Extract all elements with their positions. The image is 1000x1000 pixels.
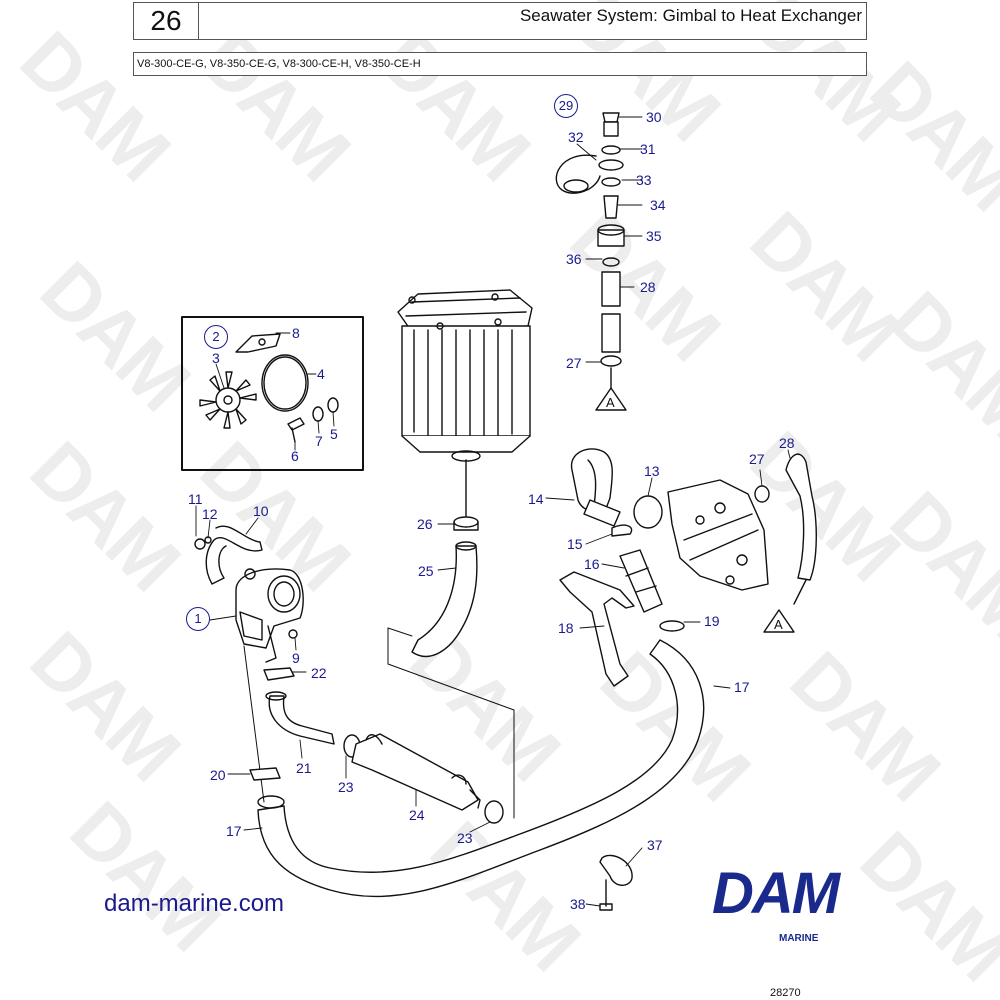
callout-23-left: 23 — [338, 779, 354, 795]
callout-38: 38 — [570, 896, 586, 912]
callout-14: 14 — [528, 491, 544, 507]
callout-11: 11 — [188, 491, 203, 507]
hose-clip-37 — [599, 854, 633, 911]
website-link[interactable]: dam-marine.com — [104, 890, 285, 917]
callout-2-circled: 2 — [204, 325, 228, 349]
connector-a-right — [763, 609, 795, 633]
page-title: Seawater System: Gimbal to Heat Exchange… — [519, 6, 862, 25]
dam-logo-sub: MARINE — [779, 933, 819, 944]
fitting-16 — [611, 524, 685, 632]
gimbal-bracket-assembly — [570, 448, 817, 605]
callout-17-left: 17 — [226, 823, 242, 839]
heat-exchanger-icon — [397, 289, 533, 517]
model-list: V8-300-CE-G, V8-350-CE-G, V8-300-CE-H, V… — [137, 58, 421, 70]
callout-4: 4 — [317, 366, 325, 382]
callout-33: 33 — [636, 172, 652, 188]
hose-17 — [257, 639, 705, 898]
connector-a-right-label: A — [774, 617, 783, 632]
leader-lines — [195, 116, 791, 907]
callout-28-right: 28 — [779, 435, 795, 451]
hose-25 — [387, 516, 515, 819]
callout-27-top: 27 — [566, 355, 582, 371]
callout-23-right: 23 — [457, 830, 473, 846]
impeller-icon — [199, 371, 257, 429]
figure-id: 28270 — [770, 987, 801, 999]
callout-18: 18 — [558, 620, 574, 636]
callout-3: 3 — [212, 350, 220, 366]
bracket-18 — [559, 571, 635, 687]
callout-28-top: 28 — [640, 279, 656, 295]
callout-34: 34 — [650, 197, 666, 213]
callout-26: 26 — [417, 516, 433, 532]
page-number-box: 26 — [133, 2, 199, 40]
callout-5: 5 — [330, 426, 338, 442]
pipe-24 — [351, 733, 481, 811]
callout-6: 6 — [291, 448, 299, 464]
title-box: Seawater System: Gimbal to Heat Exchange… — [198, 2, 867, 40]
callout-21: 21 — [296, 760, 312, 776]
callout-19: 19 — [704, 613, 720, 629]
callout-1-circled: 1 — [186, 607, 210, 631]
callout-30: 30 — [646, 109, 662, 125]
seawater-pump-icon — [194, 525, 504, 824]
callout-37: 37 — [647, 837, 663, 853]
callout-20: 20 — [210, 767, 226, 783]
callout-15: 15 — [567, 536, 583, 552]
callout-13: 13 — [644, 463, 660, 479]
callout-32: 32 — [568, 129, 584, 145]
callout-12: 12 — [202, 506, 218, 522]
callout-36: 36 — [566, 251, 582, 267]
connector-a-top — [595, 387, 627, 411]
impeller-kit-inset — [181, 316, 364, 471]
callout-17-right: 17 — [734, 679, 750, 695]
callout-31: 31 — [640, 141, 656, 157]
drain-plug-assembly — [555, 112, 625, 389]
callout-27-right: 27 — [749, 451, 765, 467]
callout-10: 10 — [253, 503, 269, 519]
callout-25: 25 — [418, 563, 434, 579]
connector-a-top-label: A — [606, 395, 615, 410]
callout-16: 16 — [584, 556, 600, 572]
callout-35: 35 — [646, 228, 662, 244]
callout-8: 8 — [292, 325, 300, 341]
callout-7: 7 — [315, 433, 323, 449]
page-number: 26 — [150, 5, 182, 36]
callout-9: 9 — [292, 650, 300, 666]
callout-22: 22 — [311, 665, 327, 681]
models-box: V8-300-CE-G, V8-350-CE-G, V8-300-CE-H, V… — [133, 52, 867, 76]
callout-29-circled: 29 — [554, 94, 578, 118]
callout-24: 24 — [409, 807, 425, 823]
dam-logo: DAM — [712, 861, 840, 926]
